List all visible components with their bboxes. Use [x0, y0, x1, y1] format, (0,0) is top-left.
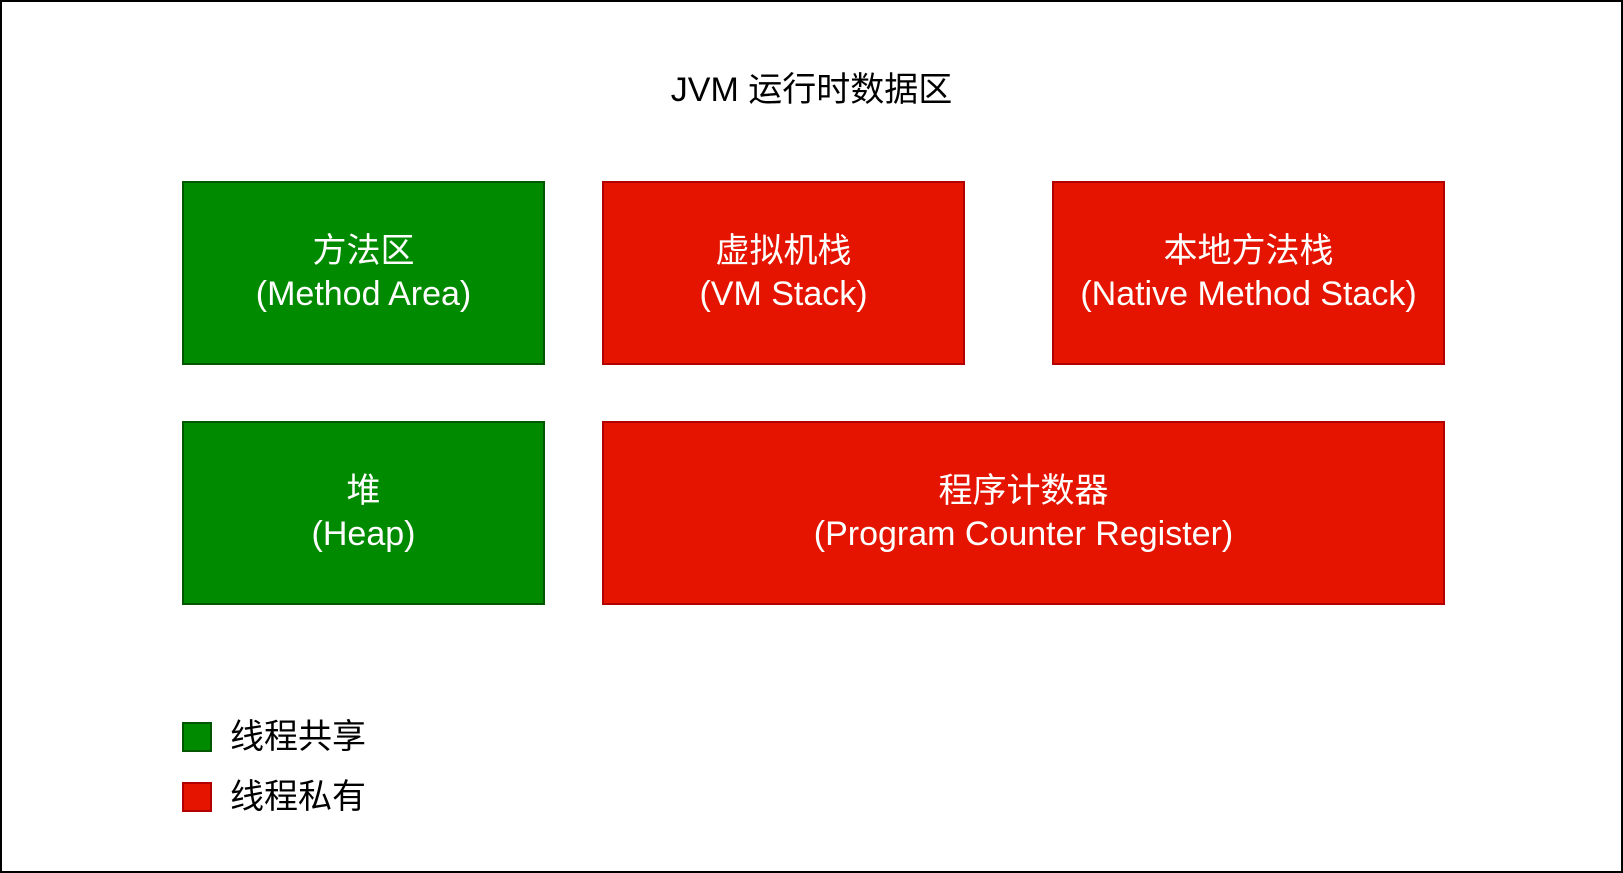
legend-swatch-shared	[182, 722, 212, 752]
heap-english: (Heap)	[311, 515, 416, 553]
vm-stack-block: 虚拟机栈 (VM Stack)	[602, 181, 965, 365]
method-area-english: (Method Area)	[255, 275, 472, 313]
method-area-name: 方法区	[312, 232, 415, 270]
native-method-stack-block: 本地方法栈 (Native Method Stack)	[1052, 181, 1445, 365]
legend-label-private: 线程私有	[230, 778, 366, 816]
legend-swatch-private	[182, 782, 212, 812]
native-method-stack-english: (Native Method Stack)	[1080, 275, 1417, 313]
pc-register-block: 程序计数器 (Program Counter Register)	[602, 421, 1445, 605]
legend-label-shared: 线程共享	[230, 718, 366, 756]
method-area-block: 方法区 (Method Area)	[182, 181, 545, 365]
native-method-stack-name: 本地方法栈	[1163, 232, 1334, 270]
heap-block: 堆 (Heap)	[182, 421, 545, 605]
pc-register-english: (Program Counter Register)	[813, 515, 1234, 553]
legend-item-private: 线程私有	[182, 777, 366, 817]
vm-stack-english: (VM Stack)	[699, 275, 868, 313]
heap-name: 堆	[346, 472, 381, 510]
diagram-title: JVM 运行时数据区	[670, 71, 953, 109]
pc-register-name: 程序计数器	[938, 472, 1109, 510]
vm-stack-name: 虚拟机栈	[715, 232, 852, 270]
legend-item-shared: 线程共享	[182, 717, 366, 757]
